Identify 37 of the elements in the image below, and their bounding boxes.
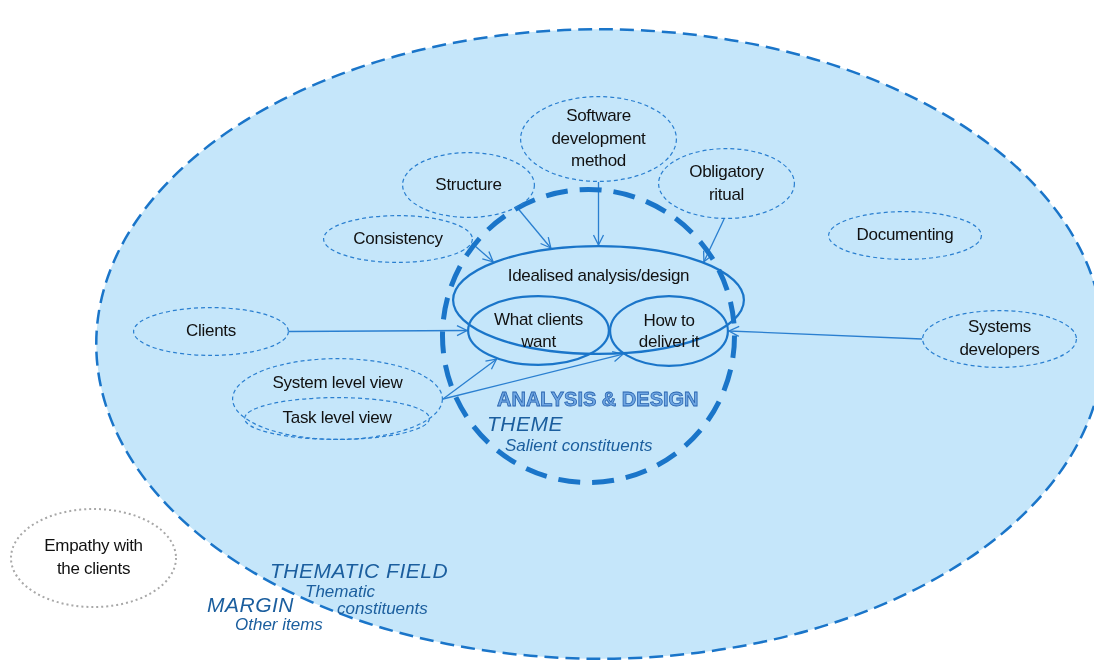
ellipse-node: [609, 295, 729, 367]
node-label: Consistency: [353, 227, 443, 250]
ellipse-node: [467, 295, 610, 366]
ellipse-node: [10, 508, 177, 608]
region-subtitle: Salient constituents: [505, 437, 654, 454]
region-subtitle: Other items: [235, 616, 323, 633]
region-title: MARGIN: [207, 594, 294, 615]
node-label: Documenting: [856, 224, 954, 247]
ellipse-node: [922, 310, 1077, 368]
region-subtitle: Thematic constituents: [305, 583, 429, 617]
arrow: [728, 325, 923, 340]
ellipse-node: [658, 148, 795, 219]
node-label: System level view: [272, 372, 403, 394]
arrow: [592, 181, 605, 246]
node-label: Idealised analysis/design: [507, 265, 690, 287]
ellipse-node: [828, 211, 982, 260]
arrow: [442, 351, 624, 400]
ellipse-node: [520, 96, 677, 182]
node-label: Structure: [435, 173, 502, 196]
node-label: Task level view: [282, 407, 392, 430]
ellipse-node: [323, 215, 473, 263]
node-label: Systems developers: [958, 316, 1041, 361]
ellipse-node: [232, 358, 443, 440]
node-label: Empathy with the clients: [43, 535, 144, 580]
node-label: Software development method: [550, 104, 647, 173]
node-label: What clients want: [493, 309, 584, 352]
outlined-heading: ANALYSIS & DESIGN: [497, 388, 699, 411]
ellipse-node: [133, 307, 289, 356]
node-label: Clients: [186, 320, 236, 343]
arrow: [442, 358, 498, 400]
arrow: [703, 218, 725, 263]
region-title: THEMATIC FIELD: [270, 560, 449, 581]
ellipse-node: [244, 397, 430, 440]
ellipse-node: [402, 152, 535, 218]
arrow: [288, 324, 468, 337]
node-label: Obligatory ritual: [688, 160, 765, 206]
region-title: THEME: [487, 413, 563, 434]
